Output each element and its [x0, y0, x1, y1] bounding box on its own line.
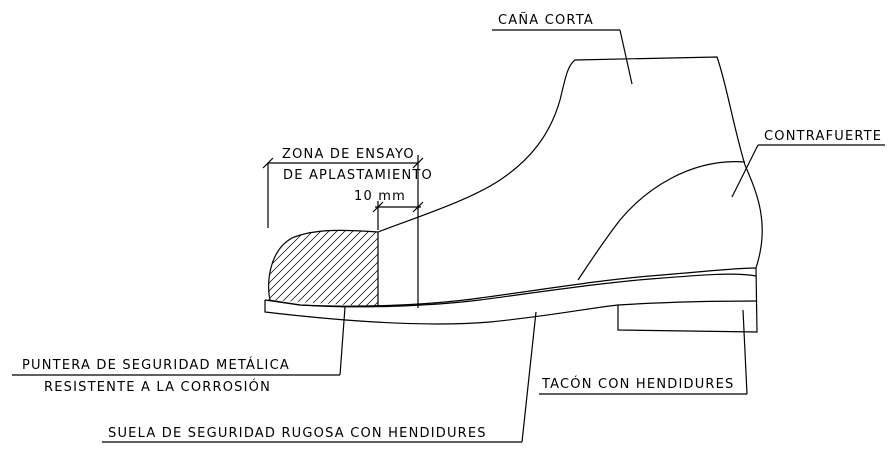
toe-cap-outline	[268, 229, 379, 301]
sole-bottom	[264, 267, 758, 333]
boot-shaft-outline	[377, 56, 763, 269]
label-dimension-10mm: 10 mm	[354, 189, 406, 204]
label-puntera-line2: RESISTENTE A LA CORROSIÓN	[44, 379, 271, 395]
label-puntera-line1: PUNTERA DE SEGURIDAD METÁLICA	[22, 357, 290, 373]
heel-step	[617, 300, 758, 306]
leader-lines	[12, 29, 885, 443]
welt-line	[267, 267, 757, 307]
label-tacon: TACÓN CON HENDIDURES	[541, 376, 735, 392]
test-zone-dimension	[262, 155, 424, 230]
sole-top	[264, 273, 757, 308]
label-cana-corta: CAÑA CORTA	[498, 12, 594, 28]
boot-outline	[264, 56, 763, 333]
label-zona-ensayo-line1: ZONA DE ENSAYO	[282, 147, 415, 162]
heel-counter-curve	[577, 161, 746, 281]
label-suela: SUELA DE SEGURIDAD RUGOSA CON HENDIDURES	[108, 426, 487, 441]
label-zona-ensayo-line2: DE APLASTAMIENTO	[283, 168, 433, 183]
toe-cap-hatching	[268, 230, 378, 307]
label-contrafuerte: CONTRAFUERTE	[764, 129, 882, 144]
